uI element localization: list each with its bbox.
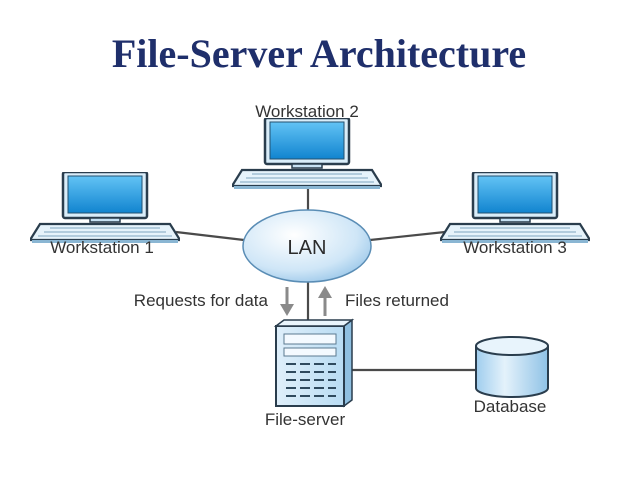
file-server-label: File-server — [265, 410, 346, 429]
response-flow: Files returned — [318, 286, 449, 316]
workstation-3[interactable]: Workstation 3 — [440, 172, 590, 257]
link-workstation1-lan — [175, 230, 245, 242]
page-title: File-Server Architecture — [112, 31, 526, 76]
response-flow-label: Files returned — [345, 291, 449, 310]
workstation-1-label: Workstation 1 — [50, 238, 154, 257]
lan-label: LAN — [288, 237, 327, 259]
computer-icon — [232, 118, 382, 190]
computer-icon — [30, 172, 180, 244]
workstation-1[interactable]: Workstation 1 — [30, 172, 180, 257]
database-cylinder-icon — [475, 336, 549, 398]
network-ellipse-icon — [242, 209, 372, 283]
workstation-2[interactable]: Workstation 2 — [232, 102, 382, 190]
workstation-3-label: Workstation 3 — [463, 238, 567, 257]
arrow-down-icon — [280, 287, 294, 316]
link-workstation3-lan — [369, 230, 446, 242]
database-label: Database — [474, 397, 547, 416]
links — [175, 186, 476, 372]
database-node[interactable]: Database — [474, 336, 549, 416]
computer-icon — [440, 172, 590, 244]
arrow-up-icon — [318, 286, 332, 316]
file-server[interactable]: File-server — [265, 318, 355, 429]
server-icon — [273, 318, 355, 408]
lan-node[interactable]: LAN — [242, 209, 372, 283]
request-flow-label: Requests for data — [134, 291, 269, 310]
workstation-2-label: Workstation 2 — [255, 102, 359, 121]
request-flow: Requests for data — [134, 287, 294, 316]
